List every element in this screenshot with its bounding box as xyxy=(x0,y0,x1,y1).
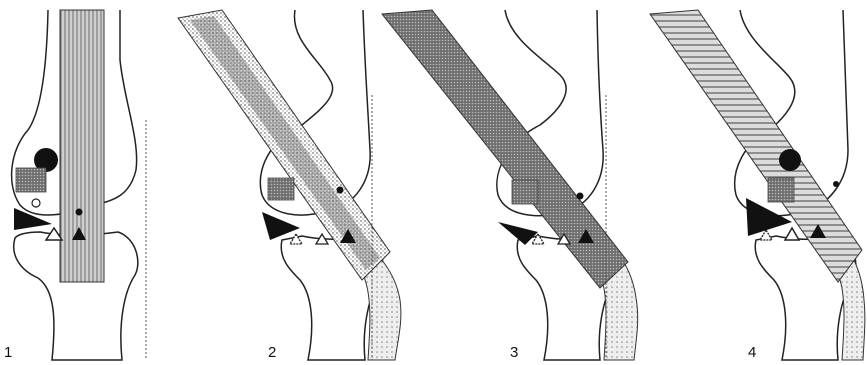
small-filled-dot xyxy=(76,209,83,216)
bone-tunnel-patch xyxy=(268,178,294,200)
open-triangle-marker-2 xyxy=(785,228,799,240)
panel-2 xyxy=(178,10,401,360)
panel-label-3: 3 xyxy=(510,344,518,361)
bone-tunnel-patch xyxy=(16,168,46,192)
graft xyxy=(60,10,104,282)
meniscus xyxy=(262,212,300,240)
bone-tunnel-patch xyxy=(768,178,794,202)
bone-tunnel-patch xyxy=(512,180,538,204)
small-filled-dot xyxy=(577,193,584,200)
condyle-marker-circle xyxy=(779,149,801,171)
small-filled-dot xyxy=(833,181,839,187)
panel-4 xyxy=(650,10,865,360)
small-open-circle xyxy=(32,199,40,207)
small-filled-dot xyxy=(337,187,344,194)
panel-label-4: 4 xyxy=(748,344,756,361)
panel-1 xyxy=(12,10,146,360)
panel-label-2: 2 xyxy=(268,344,276,361)
panel-label-1: 1 xyxy=(4,344,12,361)
panel-3 xyxy=(382,10,638,360)
